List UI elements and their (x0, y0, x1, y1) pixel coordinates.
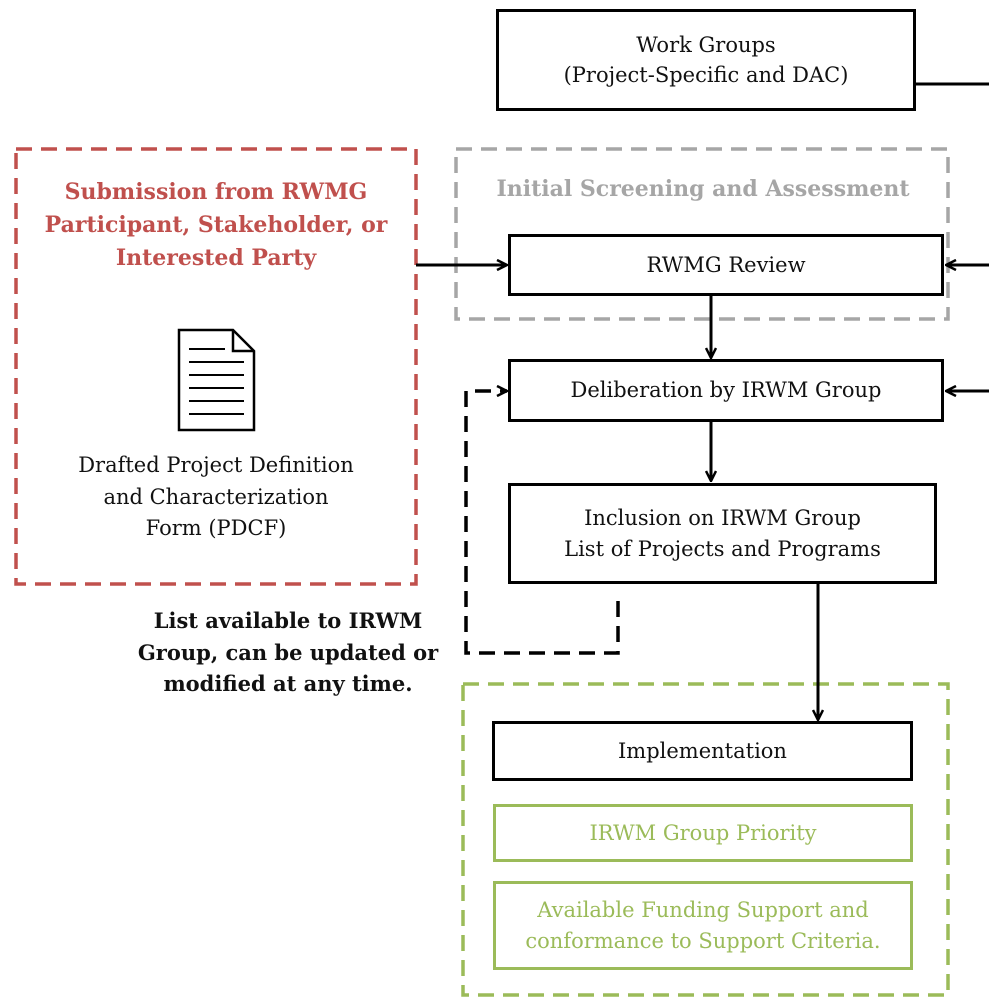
inclusion-label-line-1: Inclusion on IRWM Group (584, 506, 861, 531)
rwmg-review-box: RWMG Review (508, 234, 944, 296)
submission-title-line-3: Interested Party (115, 245, 317, 271)
priority-box: IRWM Group Priority (493, 804, 913, 862)
submission-title-line-1: Submission from RWMG (64, 179, 368, 205)
screening-region-title: Initial Screening and Assessment (496, 176, 910, 202)
work-groups-box: Work Groups (Project-Specific and DAC) (496, 9, 916, 111)
inclusion-label-line-2: List of Projects and Programs (564, 536, 881, 561)
note-line-2: Group, can be updated or (137, 639, 439, 665)
inclusion-box: Inclusion on IRWM Group List of Projects… (508, 483, 937, 584)
submission-region-title: Submission from RWMG Participant, Stakeh… (20, 176, 412, 275)
list-availability-note: List available to IRWM Group, can be upd… (118, 605, 458, 700)
document-caption-line-2: and Characterization (103, 484, 329, 509)
deliberation-box: Deliberation by IRWM Group (508, 359, 944, 422)
rwmg-review-label: RWMG Review (646, 252, 806, 277)
implementation-label: Implementation (618, 738, 787, 763)
implementation-box: Implementation (492, 721, 913, 781)
work-groups-title: Work Groups (636, 32, 776, 57)
document-icon (177, 328, 256, 432)
note-line-3: modified at any time. (163, 671, 413, 696)
work-groups-subtitle: (Project-Specific and DAC) (563, 63, 849, 87)
submission-title-line-2: Participant, Stakeholder, or (44, 212, 388, 238)
document-caption: Drafted Project Definition and Character… (20, 450, 412, 545)
priority-label: IRWM Group Priority (589, 820, 817, 845)
deliberation-label: Deliberation by IRWM Group (570, 378, 882, 403)
document-caption-line-1: Drafted Project Definition (78, 453, 354, 477)
funding-box: Available Funding Support and conformanc… (493, 881, 913, 970)
document-caption-line-3: Form (PDCF) (145, 516, 287, 540)
note-line-1: List available to IRWM (153, 608, 423, 633)
funding-label-line-2: conformance to Support Criteria. (525, 928, 881, 953)
funding-label-line-1: Available Funding Support and (537, 898, 869, 923)
